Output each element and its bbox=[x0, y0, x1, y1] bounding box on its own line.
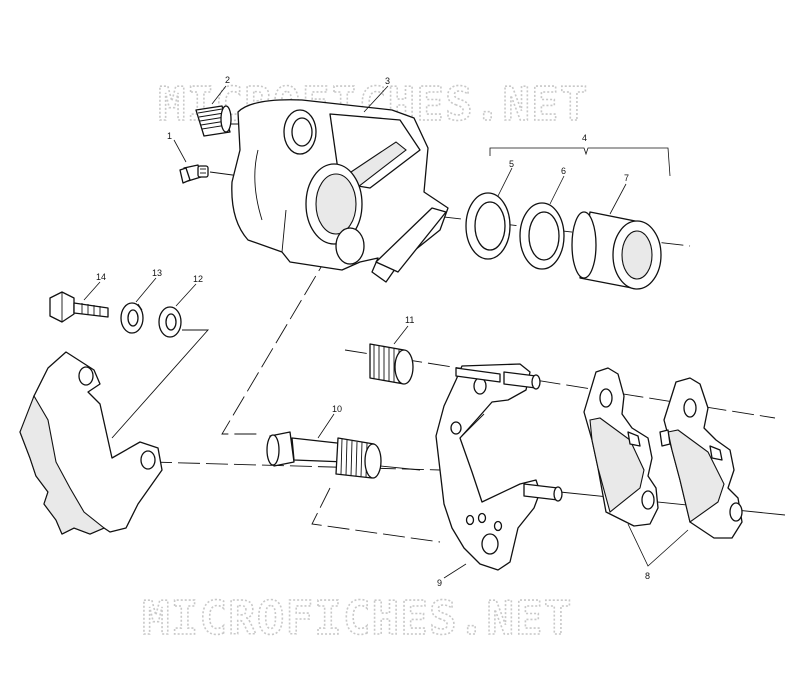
caliper-body bbox=[231, 99, 449, 283]
callout-9: 9 bbox=[437, 578, 442, 588]
callout-2: 2 bbox=[225, 75, 230, 85]
seal-ring-inner bbox=[519, 202, 565, 270]
lock-washer bbox=[120, 302, 144, 334]
callout-3: 3 bbox=[385, 76, 390, 86]
flat-washer bbox=[158, 306, 182, 338]
callout-13: 13 bbox=[152, 268, 162, 278]
callout-4: 4 bbox=[582, 133, 587, 143]
brake-pad-rear bbox=[659, 377, 743, 539]
caliper-spring bbox=[369, 343, 414, 385]
mounting-bolt bbox=[49, 291, 109, 323]
leader-lines bbox=[83, 85, 689, 579]
bleeder-valve bbox=[179, 164, 209, 184]
callout-8: 8 bbox=[645, 571, 650, 581]
anchor-bracket bbox=[435, 363, 563, 571]
brake-pad-front bbox=[583, 367, 659, 527]
callout-1: 1 bbox=[167, 131, 172, 141]
callout-12: 12 bbox=[193, 274, 203, 284]
callout-10: 10 bbox=[332, 404, 342, 414]
callout-14: 14 bbox=[96, 272, 106, 282]
seal-ring-outer bbox=[465, 192, 511, 260]
piston bbox=[571, 211, 662, 290]
slide-pin bbox=[266, 431, 382, 479]
group-bracket bbox=[489, 147, 671, 177]
watermark-bottom: MICROFICHES.NET bbox=[142, 591, 572, 645]
callout-6: 6 bbox=[561, 166, 566, 176]
mounting-bracket bbox=[19, 351, 163, 535]
threaded-plug bbox=[195, 105, 232, 137]
callout-7: 7 bbox=[624, 173, 629, 183]
callout-11: 11 bbox=[405, 315, 414, 325]
callout-5: 5 bbox=[509, 159, 514, 169]
callout-labels: 1 2 3 4 5 6 7 8 9 10 11 12 13 14 bbox=[96, 75, 650, 588]
